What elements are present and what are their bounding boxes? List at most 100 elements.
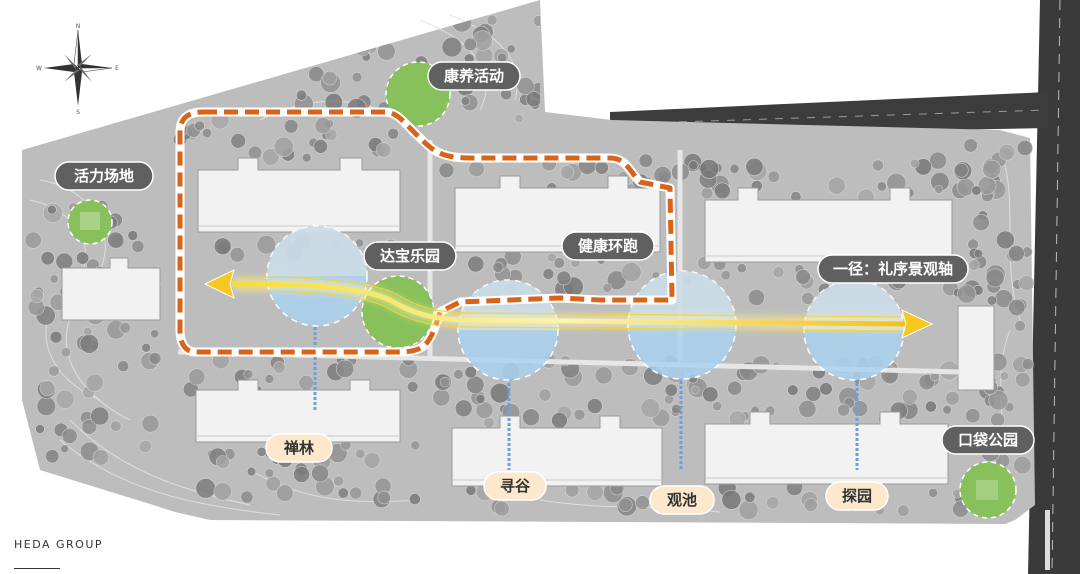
tree: [243, 369, 254, 380]
svg-text:探园: 探园: [842, 487, 872, 505]
tree: [996, 230, 1015, 250]
tree: [256, 235, 276, 255]
label-chanlin: 禅林: [265, 433, 333, 463]
tree: [909, 158, 920, 169]
tree: [283, 119, 299, 134]
svg-text:禅林: 禅林: [283, 439, 315, 457]
tree: [148, 352, 162, 365]
buildings: [61, 157, 995, 487]
tree: [1013, 456, 1032, 475]
tree: [92, 449, 109, 466]
tree: [460, 96, 471, 106]
tree: [353, 38, 371, 57]
tree: [387, 128, 400, 140]
tree: [963, 138, 978, 153]
tree: [1014, 320, 1026, 332]
tree: [1015, 372, 1031, 388]
tree: [956, 178, 975, 197]
tree: [410, 440, 421, 451]
tree: [1007, 245, 1025, 262]
tree: [713, 182, 731, 200]
tree: [322, 70, 338, 86]
tree: [60, 347, 72, 358]
tree: [407, 381, 419, 393]
landscape-axis-arrow: [203, 269, 934, 339]
tree: [640, 398, 661, 418]
tree: [295, 33, 316, 53]
tree: [968, 259, 980, 271]
tree: [61, 428, 78, 444]
tree: [335, 359, 355, 379]
tree: [246, 466, 257, 477]
tree: [363, 451, 381, 469]
tree: [264, 468, 275, 478]
tree: [982, 159, 1002, 179]
tree: [1021, 358, 1034, 371]
tree: [454, 399, 473, 418]
tree: [55, 389, 75, 409]
tree: [39, 380, 56, 397]
label-dabao: 达宝乐园: [363, 241, 457, 271]
tree: [301, 152, 312, 163]
tree: [377, 490, 391, 505]
tree: [375, 142, 392, 158]
tree: [699, 159, 720, 179]
tree: [727, 380, 743, 396]
tree: [298, 374, 315, 391]
tree: [453, 369, 464, 380]
tree: [24, 231, 42, 249]
brand-underline: [14, 568, 60, 569]
tree: [872, 159, 884, 172]
tree: [702, 386, 719, 403]
tree: [551, 411, 568, 429]
tree: [439, 376, 451, 388]
tree: [45, 449, 60, 464]
tree: [475, 393, 486, 404]
tree: [953, 163, 969, 178]
tree: [318, 35, 328, 45]
tree: [736, 263, 747, 274]
tree: [805, 385, 822, 402]
tree: [787, 384, 799, 396]
tree: [240, 490, 254, 504]
tree: [556, 270, 572, 286]
tree: [295, 89, 307, 101]
label-jiankang: 健康环跑: [561, 231, 655, 261]
tree: [293, 466, 311, 483]
tree: [721, 489, 742, 510]
tree: [360, 39, 371, 50]
tree: [744, 491, 756, 503]
tree: [988, 390, 1009, 411]
tree: [49, 331, 63, 344]
tree: [690, 385, 700, 395]
tree: [110, 420, 122, 432]
svg-text:达宝乐园: 达宝乐园: [380, 247, 440, 265]
tree: [729, 163, 740, 174]
tree: [594, 160, 609, 175]
tree: [618, 497, 633, 512]
running-route: [175, 107, 677, 357]
tree: [60, 444, 69, 454]
tree: [972, 213, 990, 232]
svg-text:寻谷: 寻谷: [500, 477, 531, 495]
tree: [990, 412, 1005, 428]
tree: [261, 148, 280, 166]
tree: [150, 329, 160, 339]
tree: [79, 334, 100, 354]
svg-text:活力场地: 活力场地: [74, 167, 134, 185]
tree: [957, 284, 977, 304]
tree: [700, 187, 714, 200]
tree: [998, 143, 1016, 161]
brand-name: HEDA GROUP: [14, 538, 104, 551]
tree: [985, 268, 1005, 288]
tree: [49, 274, 59, 284]
tree: [377, 42, 396, 61]
tree: [230, 133, 246, 149]
tree: [81, 418, 98, 435]
tree: [337, 487, 349, 499]
tree: [801, 291, 815, 305]
tree: [141, 342, 151, 353]
tree: [313, 139, 328, 154]
road-east: [1028, 0, 1080, 574]
